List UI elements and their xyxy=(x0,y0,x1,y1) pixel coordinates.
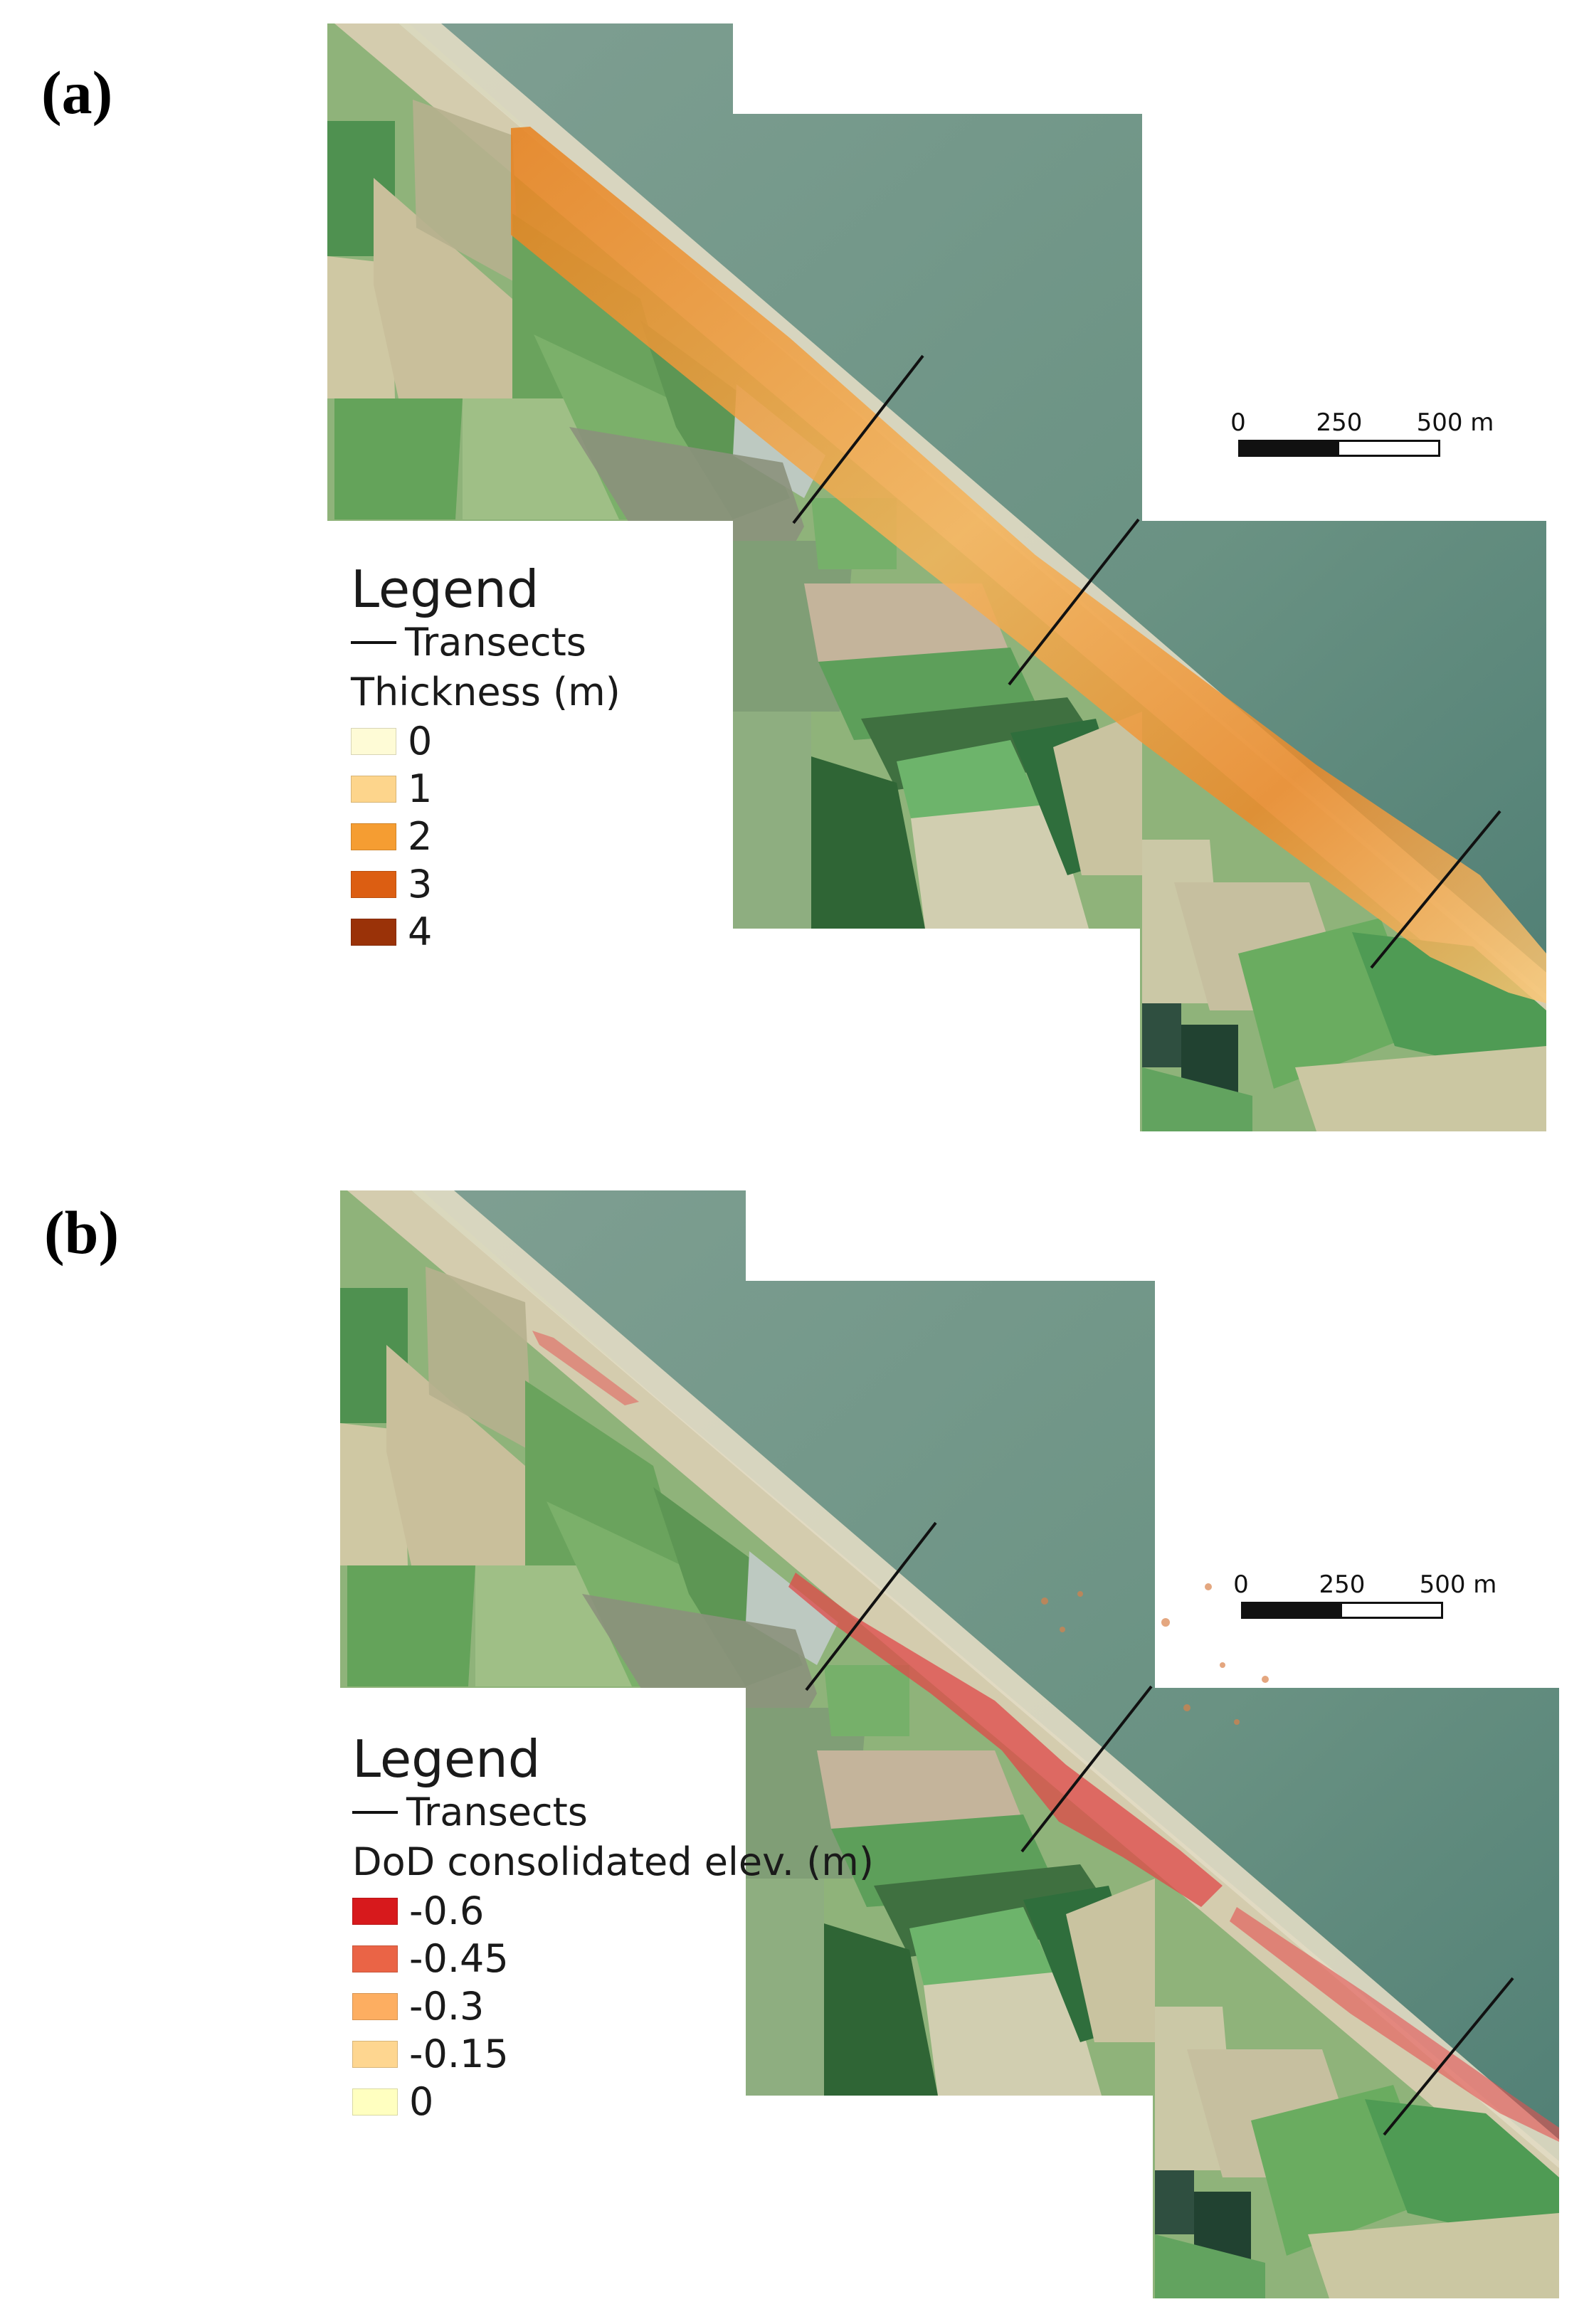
legend-transects-label: Transects xyxy=(405,620,586,665)
legend-swatch xyxy=(351,775,396,803)
legend-swatch xyxy=(352,1992,398,2020)
legend-item-label: 3 xyxy=(408,862,433,907)
panel-a-label: (a) xyxy=(41,58,113,127)
scale-bar-graphic xyxy=(1241,1602,1443,1619)
legend-item: -0.15 xyxy=(352,2030,874,2078)
legend-item: -0.3 xyxy=(352,1982,874,2030)
legend-title: Legend xyxy=(352,1729,541,1789)
legend-item-label: -0.45 xyxy=(409,1936,509,1981)
panel-b-label: (b) xyxy=(44,1198,120,1267)
thickness-overlay xyxy=(511,127,1546,1003)
dod-overlay xyxy=(788,1573,1223,1907)
legend-item: 4 xyxy=(351,908,621,956)
legend-transects: Transects xyxy=(352,1789,874,1836)
scale-bar-b: 0 250 500 m xyxy=(1233,1570,1496,1619)
legend-scale-title: Thickness (m) xyxy=(351,670,621,714)
transect-b-2 xyxy=(1020,1685,1153,1853)
legend-item-label: -0.15 xyxy=(409,2032,509,2076)
scale-tick-500: 500 m xyxy=(1419,1570,1497,1599)
legend-item-label: 0 xyxy=(408,719,433,764)
transect-b-1 xyxy=(805,1521,937,1691)
transect-a-1 xyxy=(792,354,924,524)
legend-item-label: -0.3 xyxy=(409,1984,485,2029)
legend-title: Legend xyxy=(351,559,539,619)
transect-line-symbol xyxy=(352,1811,398,1814)
legend-item-label: 0 xyxy=(409,2079,434,2124)
legend-item-label: 2 xyxy=(408,814,433,859)
legend-swatch xyxy=(352,2040,398,2068)
legend-item: 1 xyxy=(351,765,621,813)
legend-swatch xyxy=(351,918,396,946)
legend-transects-label: Transects xyxy=(406,1790,588,1834)
scale-tick-0: 0 xyxy=(1233,1570,1249,1599)
transect-b-3 xyxy=(1383,1977,1514,2136)
legend-swatch xyxy=(351,823,396,850)
legend-swatch xyxy=(352,2088,398,2116)
scale-tick-500: 500 m xyxy=(1416,408,1494,437)
legend-b: Legend Transects DoD consolidated elev. … xyxy=(352,1729,874,2125)
map-a xyxy=(313,14,1566,1153)
scale-tick-0: 0 xyxy=(1230,408,1246,437)
legend-swatch xyxy=(351,870,396,898)
legend-swatch xyxy=(352,1945,398,1972)
legend-item-label: -0.6 xyxy=(409,1889,485,1933)
legend-item: -0.6 xyxy=(352,1887,874,1935)
legend-item-label: 1 xyxy=(408,766,433,811)
legend-item: 0 xyxy=(351,717,621,765)
legend-transects: Transects xyxy=(351,619,621,666)
scale-bar-a: 0 250 500 m xyxy=(1230,408,1494,457)
scale-tick-250: 250 xyxy=(1316,408,1363,437)
legend-item: 2 xyxy=(351,813,621,860)
legend-item: 3 xyxy=(351,860,621,908)
map-b xyxy=(326,1181,1578,2320)
legend-scale-title: DoD consolidated elev. (m) xyxy=(352,1839,874,1884)
legend-swatch xyxy=(351,727,396,755)
transect-a-3 xyxy=(1370,810,1501,969)
scale-labels: 0 250 500 m xyxy=(1233,1570,1496,1602)
scale-bar-graphic xyxy=(1238,440,1440,457)
transect-a-2 xyxy=(1008,518,1140,686)
legend-swatch xyxy=(352,1897,398,1925)
legend-item-label: 4 xyxy=(408,909,433,954)
scale-labels: 0 250 500 m xyxy=(1230,408,1494,440)
transect-line-symbol xyxy=(351,641,396,644)
legend-item: -0.45 xyxy=(352,1935,874,1982)
scale-tick-250: 250 xyxy=(1319,1570,1366,1599)
legend-item: 0 xyxy=(352,2078,874,2125)
